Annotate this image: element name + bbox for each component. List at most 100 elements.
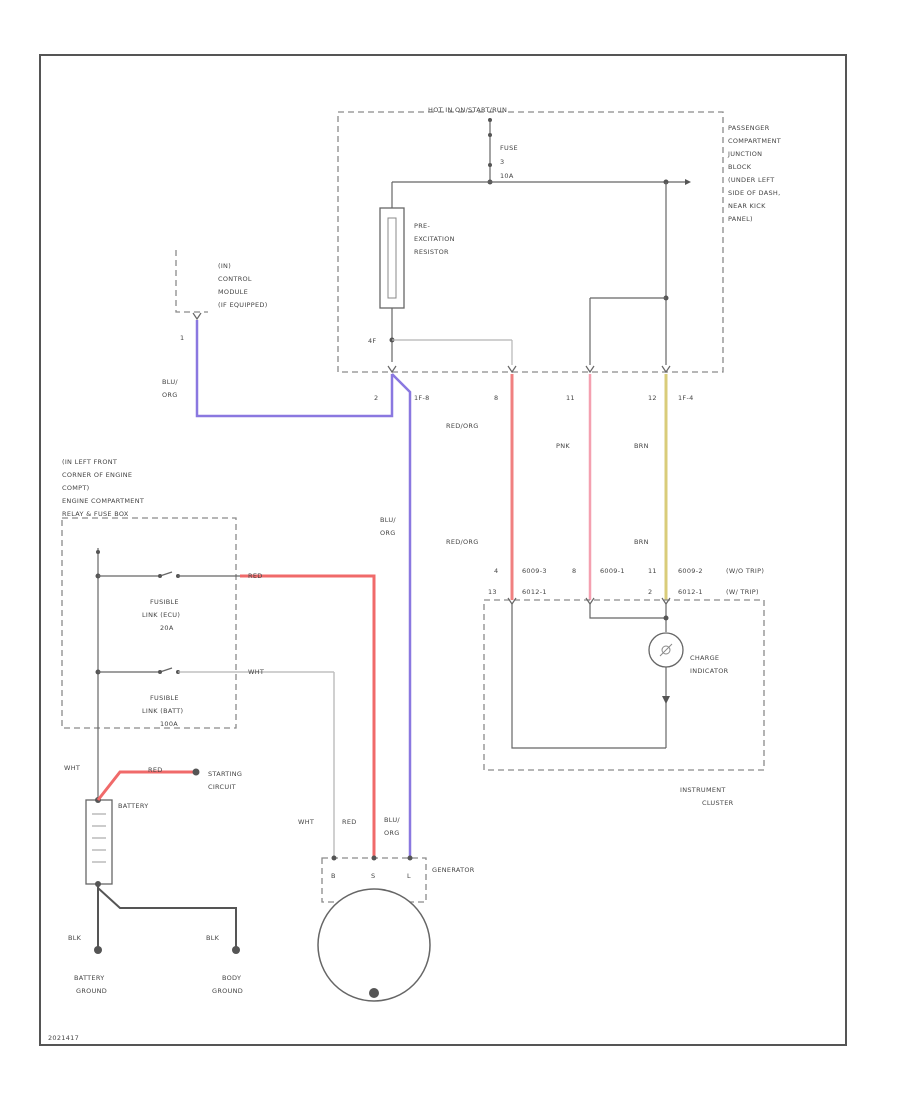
svg-text:PASSENGER: PASSENGER xyxy=(728,124,770,132)
pcm-label-4: (IF EQUIPPED) xyxy=(218,301,268,309)
pcm-pin: 1 xyxy=(180,334,184,342)
fuse-num: 3 xyxy=(500,158,504,166)
charge-indicator-label-2: INDICATOR xyxy=(690,667,729,675)
charge-indicator-label-1: CHARGE xyxy=(690,654,719,662)
cluster-conn-6009-2: 6009-2 xyxy=(678,567,703,575)
wire-blu-org-1a: BLU/ xyxy=(162,378,178,386)
pin-2: 2 xyxy=(374,394,378,402)
pin-12: 12 xyxy=(648,394,657,402)
wire-blu-org-2a: BLU/ xyxy=(380,516,396,524)
wire-red-1: RED xyxy=(248,572,263,580)
wire-red-gen xyxy=(240,574,376,860)
fusible-1-amp: 20A xyxy=(160,624,174,632)
fusible-link-ecu xyxy=(98,571,240,578)
fusible-link-batt xyxy=(98,667,334,674)
diagram-id: 2021417 xyxy=(48,1034,79,1042)
resistor-label-3: RESISTOR xyxy=(414,248,449,256)
wire-blu-org-pcm xyxy=(195,320,394,418)
charge-indicator-bulb xyxy=(648,632,684,668)
body-ground-2: GROUND xyxy=(212,987,243,995)
cluster-conn-6012-1a: 6012-1 xyxy=(522,588,547,596)
engine-box-label: (IN LEFT FRONT CORNER OF ENGINE COMPT) E… xyxy=(62,458,144,518)
fuse-3 xyxy=(487,118,493,185)
gen-pin-b: B xyxy=(331,872,336,880)
pcm-box xyxy=(175,250,208,313)
diagram-border xyxy=(39,54,847,1046)
generator-label: GENERATOR xyxy=(432,866,475,874)
wire-blk-2: BLK xyxy=(206,934,220,942)
svg-text:JUNCTION: JUNCTION xyxy=(727,150,762,158)
instrument-cluster-label-2: CLUSTER xyxy=(702,799,734,807)
svg-text:ENGINE COMPARTMENT: ENGINE COMPARTMENT xyxy=(62,497,144,505)
svg-text:NEAR KICK: NEAR KICK xyxy=(728,202,766,210)
cluster-pin-8: 8 xyxy=(572,567,576,575)
pcm-label-1: (IN) xyxy=(218,262,231,270)
wire-blu-org-2b: ORG xyxy=(380,529,396,537)
gen-pin-s: S xyxy=(371,872,375,880)
svg-text:COMPARTMENT: COMPARTMENT xyxy=(728,137,781,145)
resistor-pin: 4F xyxy=(368,337,376,345)
wire-red-2: RED xyxy=(148,766,163,774)
fuse-box-header: HOT IN ON/START/RUN xyxy=(428,106,507,114)
fusible-2-name: FUSIBLE xyxy=(150,694,179,702)
trip-label-2: (W/ TRIP) xyxy=(726,588,759,596)
pcm-label-2: CONTROL xyxy=(218,275,252,283)
svg-text:RELAY & FUSE BOX: RELAY & FUSE BOX xyxy=(62,510,129,518)
body-ground-1: BODY xyxy=(222,974,241,982)
cluster-pin-11: 11 xyxy=(648,567,657,575)
generator xyxy=(317,855,431,1002)
battery xyxy=(85,797,113,887)
cluster-pin-4: 4 xyxy=(494,567,498,575)
starting-circuit-1: STARTING xyxy=(208,770,242,778)
cluster-conn-6009-3: 6009-3 xyxy=(522,567,547,575)
svg-text:COMPT): COMPT) xyxy=(62,484,90,492)
svg-text:PANEL): PANEL) xyxy=(728,215,753,223)
battery-label: BATTERY xyxy=(118,802,149,810)
pcm-label-3: MODULE xyxy=(218,288,248,296)
fusible-2-desc: LINK (BATT) xyxy=(142,707,183,715)
svg-text:SIDE OF DASH,: SIDE OF DASH, xyxy=(728,189,780,197)
pin-8: 8 xyxy=(494,394,498,402)
wire-blu-org-1b: ORG xyxy=(162,391,178,399)
resistor-label-1: PRE- xyxy=(414,222,430,230)
wire-wht-3: WHT xyxy=(298,818,314,826)
wire-brn-2: BRN xyxy=(634,538,649,546)
battery-ground-1: BATTERY xyxy=(74,974,105,982)
battery-ground-2: GROUND xyxy=(76,987,107,995)
conn-1f-4: 1F-4 xyxy=(678,394,694,402)
resistor-label-2: EXCITATION xyxy=(414,235,455,243)
fusible-1-desc: LINK (ECU) xyxy=(142,611,180,619)
conn-1f-8: 1F-8 xyxy=(414,394,430,402)
pre-excitation-resistor xyxy=(379,207,405,362)
wire-wht-2: WHT xyxy=(64,764,80,772)
wire-red-org-2: RED/ORG xyxy=(446,538,479,546)
svg-text:(IN LEFT FRONT: (IN LEFT FRONT xyxy=(62,458,117,466)
wire-blu-org-gen xyxy=(391,373,412,860)
gen-pin-l: L xyxy=(407,872,411,880)
passenger-junction-block xyxy=(337,111,724,373)
cluster-pin-13: 13 xyxy=(488,588,497,596)
engine-relay-fuse-box xyxy=(61,517,237,729)
svg-text:BLOCK: BLOCK xyxy=(728,163,752,171)
fusible-2-amp: 100A xyxy=(160,720,178,728)
svg-text:CORNER OF ENGINE: CORNER OF ENGINE xyxy=(62,471,132,479)
svg-text:(UNDER LEFT: (UNDER LEFT xyxy=(728,176,774,184)
wire-blk-1: BLK xyxy=(68,934,82,942)
instrument-cluster-label-1: INSTRUMENT xyxy=(680,786,726,794)
pin-11: 11 xyxy=(566,394,575,402)
fuse-amp: 10A xyxy=(500,172,514,180)
wire-red-starting xyxy=(96,770,196,801)
wire-blk-body-ground xyxy=(97,887,237,950)
instrument-cluster-box xyxy=(483,599,765,771)
wire-red-org-1: RED/ORG xyxy=(446,422,479,430)
wire-wht-1: WHT xyxy=(248,668,264,676)
wire-red-3: RED xyxy=(342,818,357,826)
wire-pnk-label: PNK xyxy=(556,442,570,450)
cluster-conn-6009-1: 6009-1 xyxy=(600,567,625,575)
trip-label-1: (W/O TRIP) xyxy=(726,567,764,575)
cluster-pin-2: 2 xyxy=(648,588,652,596)
cluster-conn-6012-1b: 6012-1 xyxy=(678,588,703,596)
battery-ground-terminal xyxy=(94,946,102,954)
passenger-box-label: PASSENGER COMPARTMENT JUNCTION BLOCK (UN… xyxy=(727,124,781,223)
